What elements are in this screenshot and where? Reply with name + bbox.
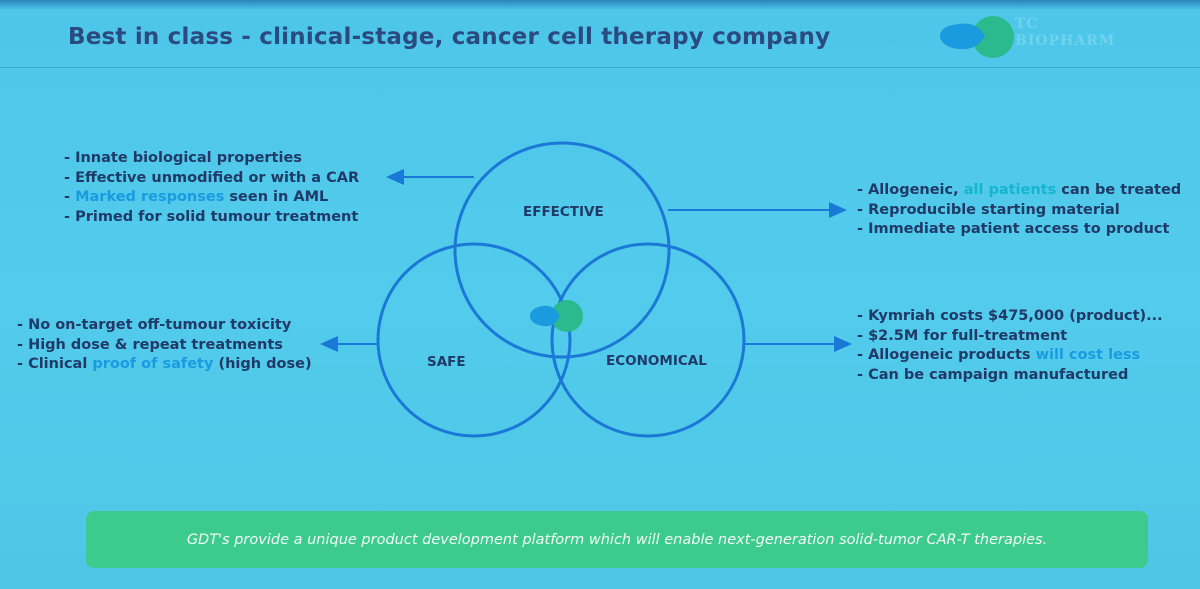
bullet-text: seen in AML bbox=[224, 189, 329, 205]
bullet-text: - $2.5M for full-treatment bbox=[857, 327, 1068, 344]
bullet-item: - Allogeneic products will cost less bbox=[857, 346, 1163, 366]
bullet-text: - Immediate patient access to product bbox=[857, 221, 1170, 237]
bullet-item: - Clinical proof of safety (high dose) bbox=[17, 355, 312, 375]
bullet-text: can be treated bbox=[1056, 182, 1182, 198]
bullet-text: - bbox=[64, 189, 76, 205]
safe-label: SAFE bbox=[427, 354, 466, 370]
bullet-item: - No on-target off-tumour toxicity bbox=[17, 316, 312, 336]
highlighted-text: Marked responses bbox=[75, 189, 225, 205]
highlighted-text: proof of safety bbox=[92, 356, 214, 372]
highlighted-text: will cost less bbox=[1035, 347, 1141, 363]
economical-list: - Kymriah costs $475,000 (product)... - $… bbox=[857, 307, 1163, 385]
safe-circle bbox=[376, 242, 572, 438]
bullet-item: - Kymriah costs $475,000 (product)... bbox=[857, 307, 1163, 327]
effective-left-list: - Innate biological properties - Effectiv… bbox=[64, 149, 359, 227]
bullet-item: - Marked responses seen in AML bbox=[64, 188, 359, 208]
effective-label: EFFECTIVE bbox=[523, 204, 604, 220]
bullet-item: - Reproducible starting material bbox=[857, 201, 1181, 221]
bullet-text: - Effective unmodified or with a CAR bbox=[64, 169, 360, 186]
logo-line2: BIOPHARM bbox=[1015, 33, 1116, 49]
effective-circle bbox=[453, 141, 671, 359]
bullet-text: - Innate biological properties bbox=[64, 150, 302, 166]
header-divider bbox=[0, 67, 1200, 68]
bullet-text: - Allogeneic, bbox=[857, 182, 964, 198]
bullet-text: - Can be campaign manufactured bbox=[857, 366, 1129, 383]
slide-title: Best in class - clinical-stage, cancer c… bbox=[68, 24, 831, 50]
tc-biopharm-logo bbox=[940, 16, 1014, 58]
bullet-item: - Allogeneic, all patients can be treate… bbox=[857, 181, 1181, 201]
bullet-text: - Clinical bbox=[17, 356, 93, 372]
bullet-item: - High dose & repeat treatments bbox=[17, 336, 312, 356]
bullet-text: - High dose & repeat treatments bbox=[17, 336, 283, 353]
economical-circle bbox=[550, 242, 746, 438]
safe-list: - No on-target off-tumour toxicity - High… bbox=[17, 316, 312, 375]
bullet-text: (high dose) bbox=[213, 356, 312, 372]
summary-banner: GDT's provide a unique product developme… bbox=[86, 511, 1148, 568]
bullet-text: - Reproducible starting material bbox=[857, 201, 1120, 218]
center-logo-icon bbox=[530, 300, 583, 332]
bullet-item: - Effective unmodified or with a CAR bbox=[64, 169, 359, 189]
highlighted-text: all patients bbox=[963, 182, 1057, 198]
bullet-item: - $2.5M for full-treatment bbox=[857, 327, 1163, 347]
effective-right-list: - Allogeneic, all patients can be treate… bbox=[857, 181, 1181, 240]
logo-line1: TC bbox=[1015, 16, 1039, 32]
bullet-text: - Kymriah costs $475,000 (product)... bbox=[857, 308, 1163, 324]
bullet-item: - Can be campaign manufactured bbox=[857, 366, 1163, 386]
bullet-text: - No on-target off-tumour toxicity bbox=[17, 317, 292, 333]
bullet-text: - Primed for solid tumour treatment bbox=[64, 208, 359, 225]
bullet-text: - Allogeneic products bbox=[857, 347, 1036, 363]
banner-text: GDT's provide a unique product developme… bbox=[186, 531, 1048, 548]
logo-text: TC BIOPHARM bbox=[1015, 16, 1115, 50]
bullet-item: - Innate biological properties bbox=[64, 149, 359, 169]
bullet-item: - Immediate patient access to product bbox=[857, 220, 1181, 240]
economical-label: ECONOMICAL bbox=[606, 353, 707, 369]
bullet-item: - Primed for solid tumour treatment bbox=[64, 208, 359, 228]
